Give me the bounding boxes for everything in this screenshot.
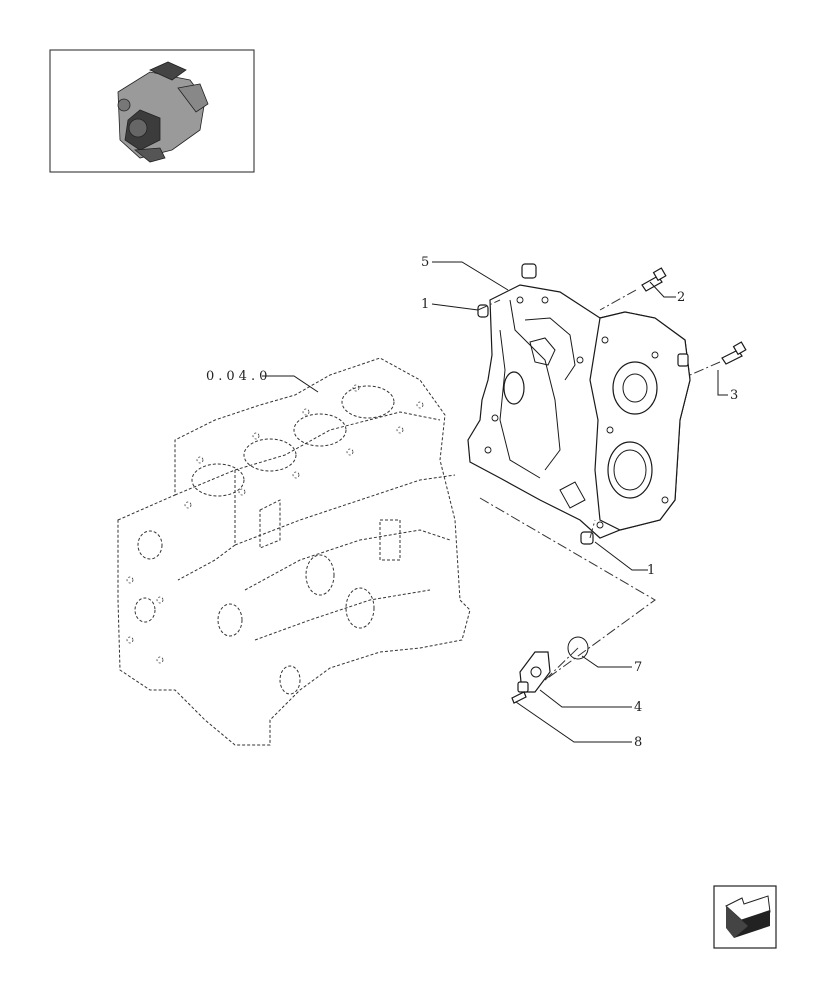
engine-block-reference <box>117 357 471 746</box>
plug-bottom <box>580 531 594 545</box>
callout-1-top: 1 <box>421 297 429 312</box>
o-ring-7 <box>567 636 589 660</box>
timing-gear-housing <box>467 263 691 539</box>
reference-leader <box>262 375 319 393</box>
callout-2: 2 <box>677 290 685 305</box>
sensor-flange-4 <box>517 651 551 693</box>
engine-thumbnail-icon[interactable] <box>49 49 255 173</box>
callout-4: 4 <box>634 700 642 715</box>
callout-8: 8 <box>634 735 642 750</box>
bolt-2 <box>641 267 667 292</box>
assembly-axes <box>477 289 721 681</box>
screw-8 <box>511 691 527 704</box>
callout-7: 7 <box>634 660 642 675</box>
callout-3: 3 <box>730 388 738 403</box>
plug-top <box>477 304 489 318</box>
callout-5: 5 <box>421 255 429 270</box>
next-page-arrow-icon[interactable] <box>713 885 777 949</box>
callout-1-bottom: 1 <box>647 563 655 578</box>
leader-lines <box>431 261 728 743</box>
reference-label: 0.04.0 <box>206 369 271 384</box>
bolt-3 <box>721 341 747 365</box>
